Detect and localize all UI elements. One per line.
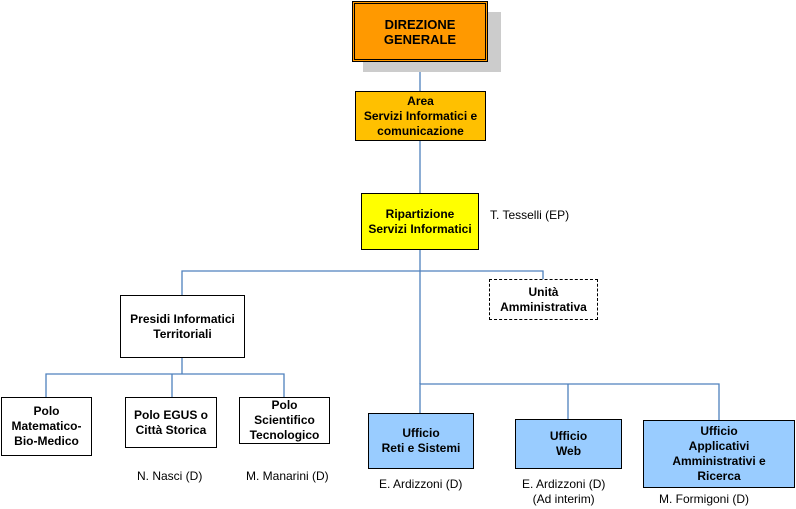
node-ufficio-applicativi[interactable]: Ufficio Applicativi Amministrativi e Ric… [643, 420, 795, 488]
person-polo-st: M. Manarini (D) [246, 469, 329, 483]
connector-uffici-branch [419, 383, 720, 420]
node-unita-amministrativa[interactable]: Unità Amministrativa [489, 279, 598, 320]
person-ripartizione: T. Tesselli (EP) [490, 208, 570, 222]
node-polo-egus[interactable]: Polo EGUS o Città Storica [125, 397, 217, 448]
node-label: Ufficio Web [549, 429, 588, 458]
person-polo-egus: N. Nasci (D) [137, 469, 203, 483]
node-area-servizi-informatici[interactable]: Area Servizi Informatici e comunicazione [355, 91, 486, 141]
connector-branch-top [181, 270, 544, 295]
node-polo-matematico-bio-medico[interactable]: Polo Matematico- Bio-Medico [1, 397, 92, 456]
node-ufficio-web[interactable]: Ufficio Web [515, 419, 622, 469]
node-label: Presidi Informatici Territoriali [130, 311, 235, 341]
node-label: Ufficio Applicativi Amministrativi e Ric… [672, 424, 766, 483]
node-label: Ufficio Reti e Sistemi [381, 426, 461, 455]
node-label: DIREZIONE GENERALE [383, 16, 457, 47]
node-direzione-generale[interactable]: DIREZIONE GENERALE [352, 1, 488, 62]
node-label: Polo Matematico- Bio-Medico [11, 404, 82, 448]
person-uff-web: E. Ardizzoni (D) (Ad interim) [522, 477, 606, 506]
person-uff-app: M. Formigoni (D) [659, 492, 750, 506]
connector-poli-branch [45, 373, 285, 397]
node-ufficio-reti-sistemi[interactable]: Ufficio Reti e Sistemi [368, 413, 474, 469]
node-label: Polo EGUS o Città Storica [133, 407, 208, 437]
node-presidi-informatici-territoriali[interactable]: Presidi Informatici Territoriali [120, 295, 245, 358]
node-ripartizione-servizi-informatici[interactable]: Ripartizione Servizi Informatici [361, 193, 479, 250]
node-label: Area Servizi Informatici e comunicazione [363, 93, 478, 138]
node-polo-scientifico-tecnologico[interactable]: Polo Scientifico Tecnologico [239, 397, 330, 444]
node-label: Ripartizione Servizi Informatici [368, 206, 472, 236]
node-label: Unità Amministrativa [500, 284, 587, 314]
node-label: Polo Scientifico Tecnologico [249, 398, 320, 442]
person-uff-reti: E. Ardizzoni (D) [379, 477, 463, 491]
